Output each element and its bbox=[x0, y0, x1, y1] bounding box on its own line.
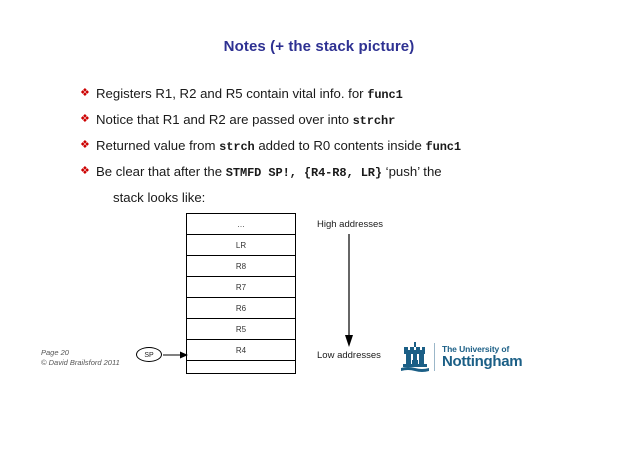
down-arrow-icon bbox=[345, 234, 353, 347]
bullet-3-segment-0: Returned value from bbox=[96, 138, 220, 153]
bullet-item-2: ❖ Notice that R1 and R2 are passed over … bbox=[80, 110, 580, 131]
castle-crest-icon bbox=[401, 342, 429, 372]
stack-cell-r7: R7 bbox=[187, 277, 295, 298]
high-addresses-label: High addresses bbox=[317, 219, 384, 230]
bullet-text-4: Be clear that after the STMFD SP!, {R4-R… bbox=[96, 162, 580, 183]
footer: Page 20 © David Brailsford 2011 bbox=[41, 348, 120, 368]
stack-cell-r5: R5 bbox=[187, 319, 295, 340]
stack-cell-r4: R4 bbox=[187, 340, 295, 361]
sp-label-bubble: SP bbox=[136, 347, 162, 362]
bullet-4-segment-1: ‘push’ the bbox=[382, 164, 442, 179]
page-title: Notes (+ the stack picture) bbox=[223, 38, 415, 55]
bullet-4-continuation: stack looks like: bbox=[113, 190, 206, 205]
footer-page-number: Page 20 bbox=[41, 348, 69, 357]
bullet-4-code-0: STMFD SP!, {R4-R8, LR} bbox=[225, 166, 382, 180]
bullet-item-4: ❖ Be clear that after the STMFD SP!, {R4… bbox=[80, 162, 580, 183]
bullet-text-3: Returned value from strch added to R0 co… bbox=[96, 136, 580, 157]
bullet-item-1: ❖ Registers R1, R2 and R5 contain vital … bbox=[80, 84, 580, 105]
bullet-3-segment-1: added to R0 contents inside bbox=[254, 138, 426, 153]
diamond-bullet-icon: ❖ bbox=[80, 165, 90, 177]
bullet-text-1: Registers R1, R2 and R5 contain vital in… bbox=[96, 84, 580, 105]
bullet-1-segment-0: Registers R1, R2 and R5 contain vital in… bbox=[96, 86, 368, 101]
stack-cell-r8: R8 bbox=[187, 256, 295, 277]
stack-cell-r6: R6 bbox=[187, 298, 295, 319]
logo-text: The University of Nottingham bbox=[442, 343, 523, 371]
logo-divider bbox=[434, 343, 435, 371]
diamond-bullet-icon: ❖ bbox=[80, 139, 90, 151]
bullet-2-segment-0: Notice that R1 and R2 are passed over in… bbox=[96, 112, 353, 127]
bullet-3-code-0: strch bbox=[219, 140, 255, 154]
stack-cell-lr: LR bbox=[187, 235, 295, 256]
stack-table: … LR R8 R7 R6 R5 R4 bbox=[186, 213, 296, 374]
university-logo: The University of Nottingham bbox=[401, 338, 523, 376]
bullet-1-code-0: func1 bbox=[367, 88, 403, 102]
bullet-2-code-0: strchr bbox=[352, 114, 396, 128]
bullet-item-3: ❖ Returned value from strch added to R0 … bbox=[80, 136, 580, 157]
diamond-bullet-icon: ❖ bbox=[80, 87, 90, 99]
low-addresses-label: Low addresses bbox=[317, 350, 381, 361]
stack-cell-ellipsis: … bbox=[187, 214, 295, 235]
bullet-list: ❖ Registers R1, R2 and R5 contain vital … bbox=[80, 84, 580, 207]
bullet-4-segment-0: Be clear that after the bbox=[96, 164, 226, 179]
stack-cell-empty bbox=[187, 361, 295, 374]
footer-copyright: © David Brailsford 2011 bbox=[41, 358, 120, 367]
bullet-text-2: Notice that R1 and R2 are passed over in… bbox=[96, 110, 580, 131]
bullet-3-code-1: func1 bbox=[425, 140, 462, 154]
logo-line-2: Nottingham bbox=[442, 353, 523, 371]
sp-pointer-arrow-icon bbox=[163, 351, 188, 359]
logo-line-1: The University of bbox=[442, 343, 510, 354]
diamond-bullet-icon: ❖ bbox=[80, 113, 90, 125]
